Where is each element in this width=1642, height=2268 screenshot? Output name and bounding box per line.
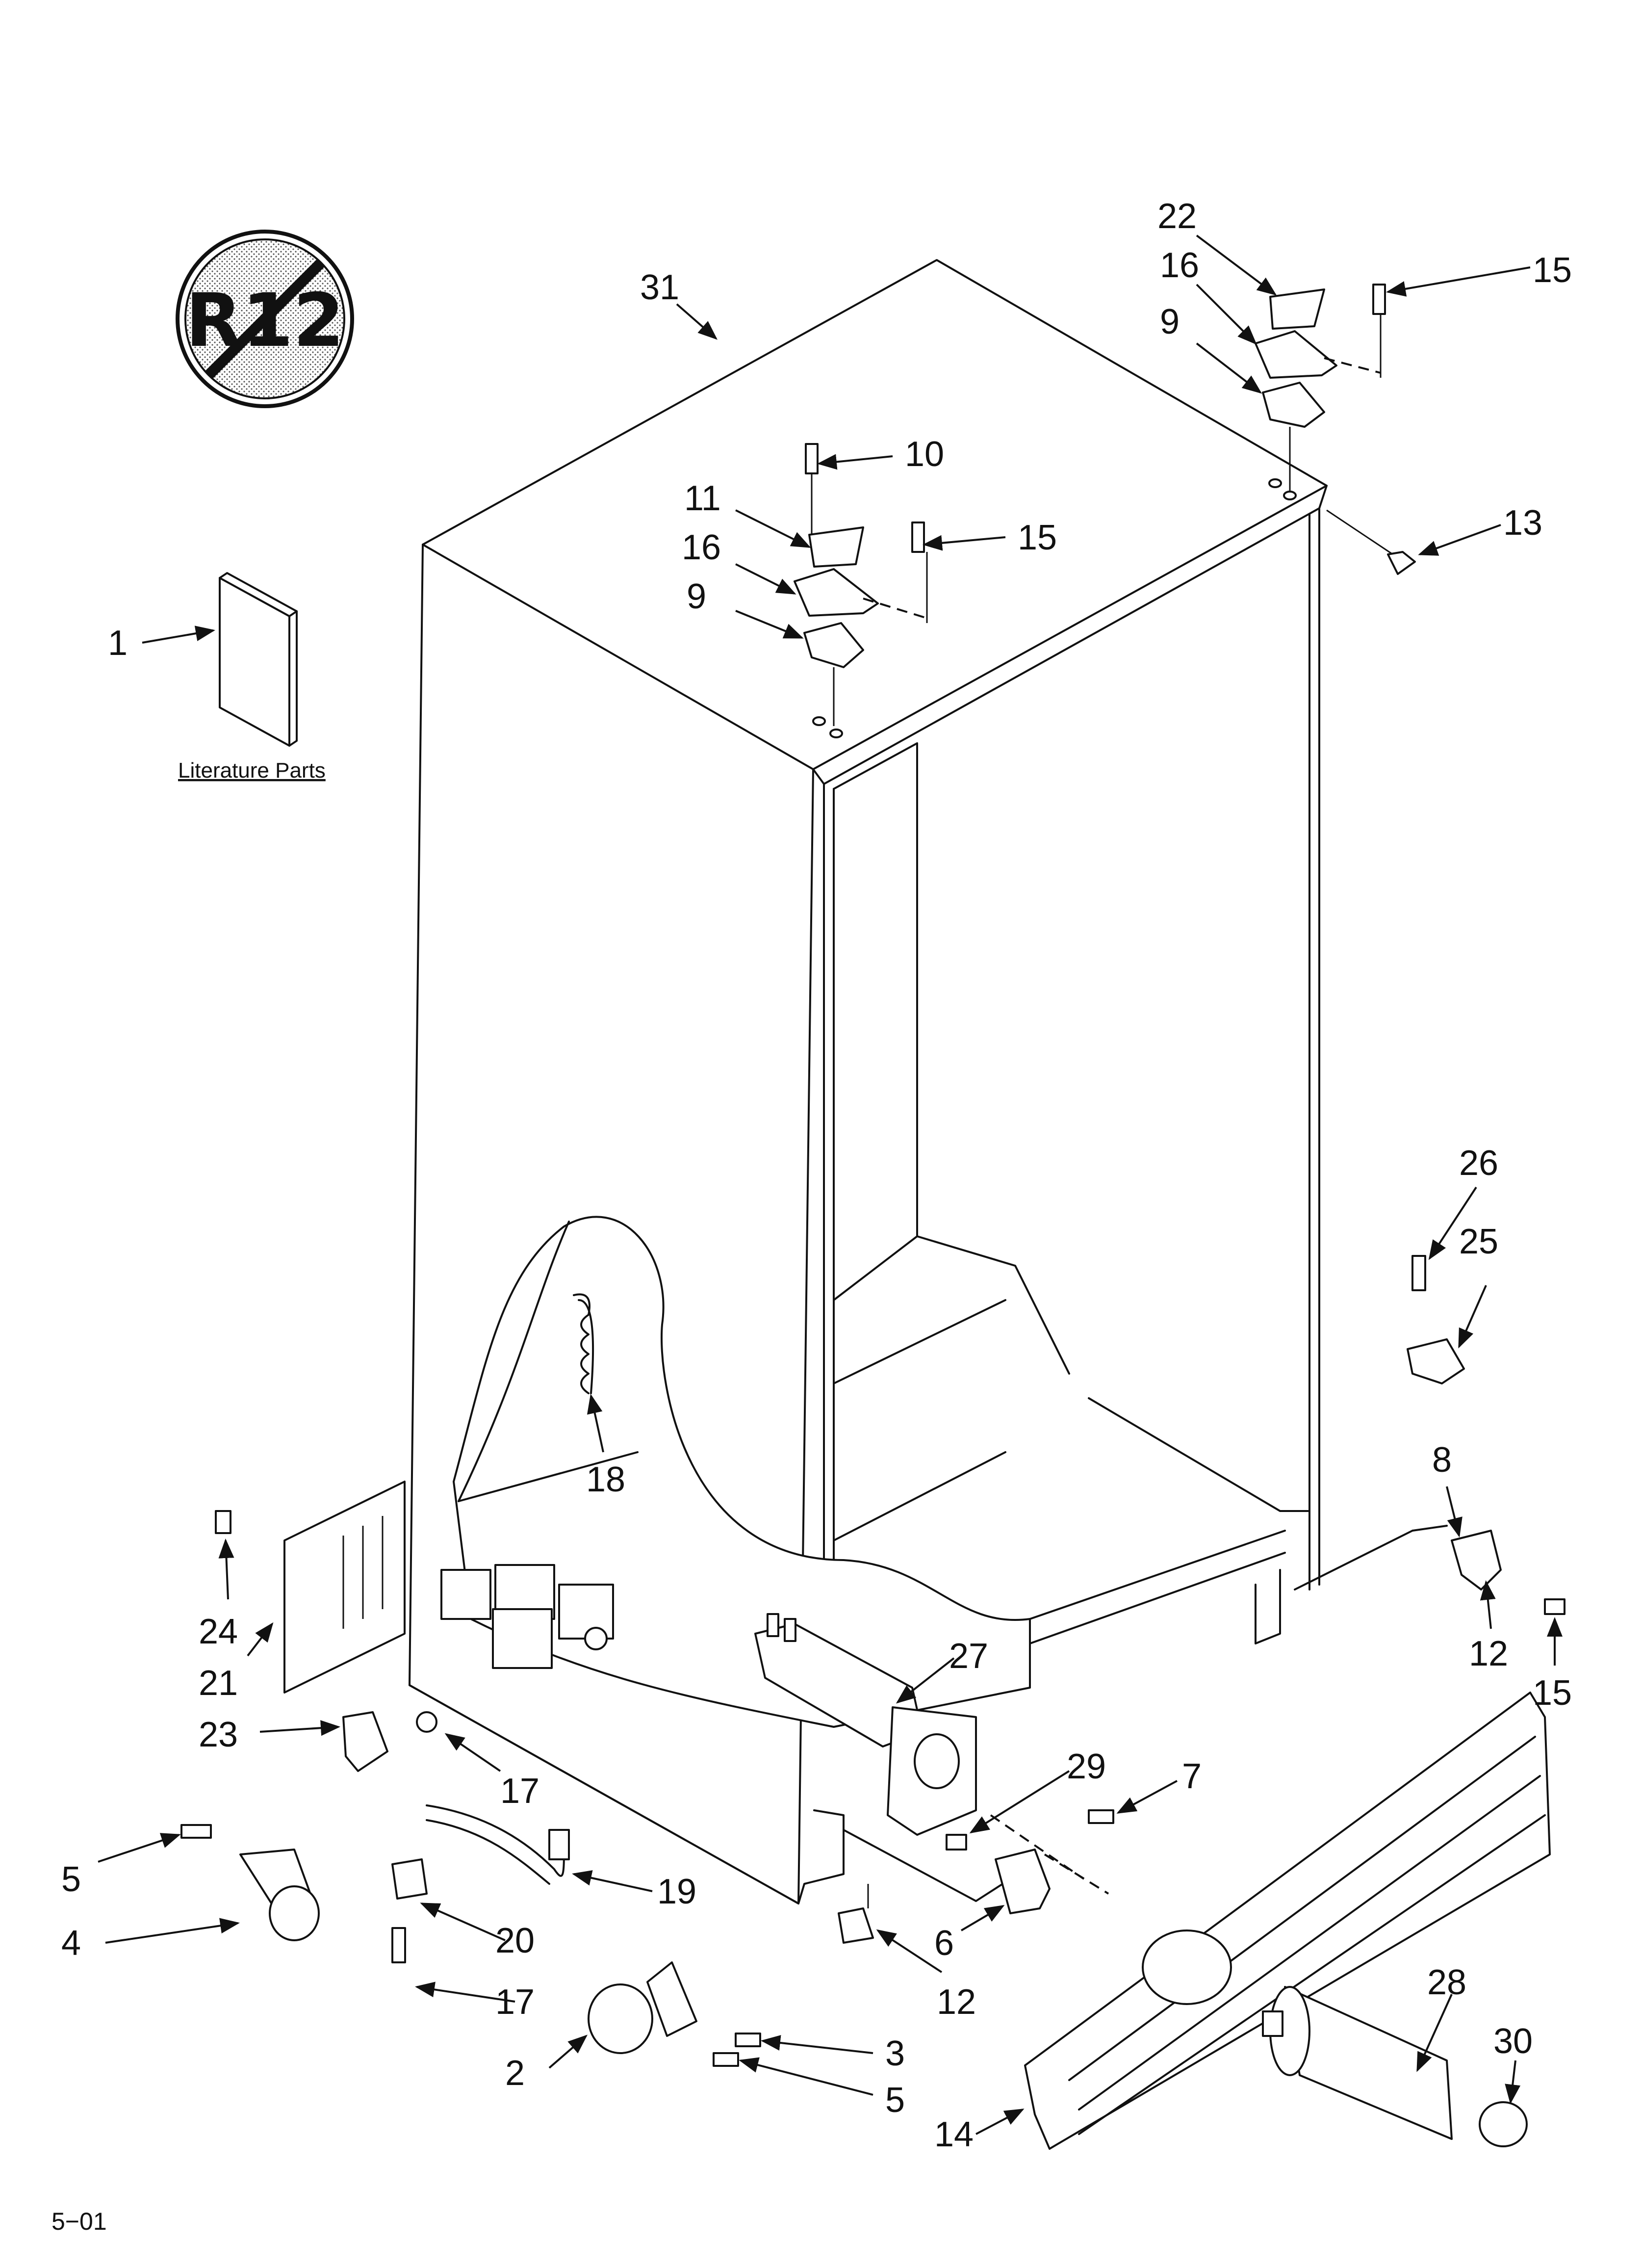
callout-21: 21 [199, 1664, 238, 1703]
callout-30: 30 [1493, 2022, 1533, 2061]
callout-29: 29 [1067, 1747, 1106, 1786]
callout-25: 25 [1459, 1222, 1498, 1261]
callout-3: 3 [885, 2034, 905, 2073]
water-filter-cartridge-icon [1262, 1986, 1528, 2147]
callout-5: 5 [61, 1860, 81, 1899]
bracket-23-icon [342, 1711, 437, 1772]
callout-27: 27 [949, 1637, 988, 1676]
leader-lines [98, 235, 1563, 2135]
callout-5: 5 [885, 2081, 905, 2120]
literature-parts-label: Literature Parts [178, 758, 326, 782]
top-right-hinge-assembly-icon [1255, 284, 1416, 575]
callout-11: 11 [684, 479, 721, 518]
top-left-hinge-assembly-icon [794, 443, 928, 738]
water-tube-coil-icon [573, 1293, 594, 1394]
callout-9: 9 [687, 577, 706, 616]
control-valve-assembly-icon [440, 1564, 614, 1669]
callout-19: 19 [657, 1872, 696, 1911]
door-stop-bracket-icon [1407, 1255, 1465, 1384]
callout-14: 14 [934, 2115, 974, 2154]
callout-12: 12 [1469, 1634, 1508, 1673]
callout-9: 9 [1160, 302, 1180, 341]
callout-18: 18 [586, 1460, 625, 1499]
callout-17: 17 [495, 1982, 535, 2022]
bracket-6-icon [838, 1809, 1114, 1944]
callout-10: 10 [905, 435, 944, 474]
no-r12-badge-icon: R12 [176, 230, 354, 408]
callout-20: 20 [495, 1921, 535, 1960]
front-roller-icon [180, 1824, 320, 1941]
drain-tube-and-clip-icon [391, 1804, 570, 1963]
callout-23: 23 [199, 1715, 238, 1754]
footer-code: 5−01 [51, 2208, 107, 2235]
callout-28: 28 [1427, 1963, 1466, 2002]
water-filter-housing-icon [754, 1613, 977, 1851]
callout-16: 16 [682, 528, 721, 567]
callout-4: 4 [61, 1924, 81, 1963]
callout-13: 13 [1503, 503, 1542, 543]
callout-22: 22 [1157, 197, 1197, 236]
callout-31: 31 [640, 268, 679, 307]
callout-1: 1 [108, 624, 128, 663]
rear-roller-icon [588, 1961, 761, 2067]
cabinet-shell [409, 259, 1448, 1904]
callout-labels: 31 22 16 15 9 10 11 15 16 13 9 1 26 25 8… [61, 197, 1572, 2154]
kick-grille-icon [1024, 1692, 1551, 2150]
callout-24: 24 [199, 1612, 238, 1651]
callout-12: 12 [937, 1982, 976, 2022]
callout-26: 26 [1459, 1144, 1498, 1183]
callout-15: 15 [1533, 1673, 1572, 1713]
hinge-bracket-8-icon [1451, 1530, 1565, 1615]
callout-17: 17 [500, 1772, 539, 1811]
callout-15: 15 [1018, 518, 1057, 557]
literature-booklet-icon [219, 572, 298, 747]
callout-8: 8 [1432, 1440, 1452, 1480]
callout-16: 16 [1160, 246, 1199, 285]
rear-panel-bracket-icon [215, 1481, 406, 1694]
callout-2: 2 [505, 2054, 525, 2093]
callout-6: 6 [934, 1924, 954, 1963]
callout-15: 15 [1533, 251, 1572, 290]
callout-7: 7 [1182, 1757, 1202, 1796]
